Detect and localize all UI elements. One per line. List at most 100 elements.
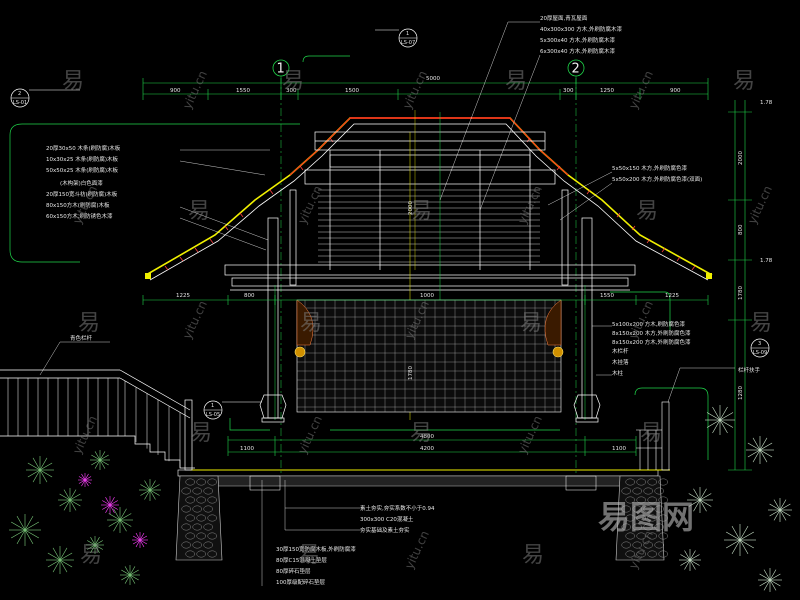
svg-text:20厚150宽斗枋(刷防腐)木板: 20厚150宽斗枋(刷防腐)木板 [46, 190, 118, 198]
base-dimension-chain [227, 436, 637, 456]
svg-text:易: 易 [750, 311, 772, 336]
svg-text:木栏杆: 木栏杆 [612, 347, 629, 355]
svg-text:LS-01: LS-01 [13, 100, 27, 106]
dim-base-left: 1100 [240, 446, 254, 452]
svg-text:易: 易 [505, 69, 527, 94]
svg-text:20厚屋面,青瓦屋面: 20厚屋面,青瓦屋面 [540, 14, 588, 22]
svg-text:夯实基础及素土夯实: 夯实基础及素土夯实 [360, 526, 410, 534]
svg-text:30厚150宽防腐木板,外刷防腐漆: 30厚150宽防腐木板,外刷防腐漆 [276, 545, 356, 553]
svg-text:8x150x200 木方,外刷防腐色漆: 8x150x200 木方,外刷防腐色漆 [612, 329, 691, 337]
svg-text:80x150方木(刷防腐)木板: 80x150方木(刷防腐)木板 [46, 201, 110, 209]
dim-base-inner: 4200 [420, 446, 434, 452]
svg-text:易: 易 [300, 311, 322, 336]
svg-text:5x50x150 木方,外刷防腐色漆: 5x50x150 木方,外刷防腐色漆 [612, 164, 688, 172]
svg-text:易: 易 [62, 69, 84, 94]
section-tag-4: 3 LS-09 [750, 338, 770, 358]
dim-ridge-height: 2000 [408, 201, 414, 215]
svg-text:40x300x300 方木,外刷防腐木漆: 40x300x300 方木,外刷防腐木漆 [540, 25, 623, 33]
svg-text:3: 3 [758, 341, 761, 347]
dim-vert-1: 2000 [738, 151, 744, 165]
section-tag-2: 1 LS-07 [375, 28, 418, 48]
dim-eave-3: 1000 [420, 293, 434, 299]
dim-top-seg-2: 1550 [236, 88, 250, 94]
svg-text:60x150方木,刷防锈色木漆: 60x150方木,刷防锈色木漆 [46, 212, 113, 220]
svg-text:易: 易 [410, 199, 432, 224]
roof [145, 117, 713, 281]
dim-base-overall: 4800 [420, 434, 434, 440]
left-label-group: 青色栏杆 [39, 334, 110, 376]
dim-top-seg-1: 900 [170, 88, 181, 94]
top-notes: 20厚屋面,青瓦屋面 40x300x300 方木,外刷防腐木漆 5x300x40… [439, 14, 623, 211]
dim-eave-2: 800 [244, 293, 255, 299]
svg-text:20厚30x50 木条(刷防腐)木板: 20厚30x50 木条(刷防腐)木板 [46, 144, 121, 152]
right-upper-notes: 5x50x150 木方,外刷防腐色漆 5x50x200 木方,外刷防腐色漆(双面… [547, 164, 702, 221]
planting-left [9, 450, 161, 585]
section-tag-1: 2 LS-01 [10, 88, 80, 108]
watermark-logo: 易图网 [598, 498, 694, 536]
svg-text:LS-07: LS-07 [401, 40, 415, 46]
lattice-screen [294, 299, 564, 413]
axis-bubble-1: 1 [272, 59, 290, 480]
dim-vert-4: 1280 [738, 386, 744, 400]
svg-text:LS-05: LS-05 [206, 412, 220, 418]
dim-vert-2: 1780 [738, 286, 744, 300]
dim-top-seg-4: 1500 [345, 88, 359, 94]
axis-label-2: 2 [572, 62, 580, 77]
svg-text:5x50x200 木方,外刷防腐色漆(双面): 5x50x200 木方,外刷防腐色漆(双面) [612, 175, 702, 183]
dim-top-seg-3: 300 [286, 88, 297, 94]
svg-text:木挂落: 木挂落 [612, 358, 629, 366]
left-stair [0, 369, 195, 471]
svg-text:易: 易 [520, 311, 542, 336]
dim-eave-5: 1225 [665, 293, 679, 299]
left-label: 青色栏杆 [70, 334, 93, 342]
svg-text:易: 易 [190, 421, 212, 446]
svg-text:易: 易 [298, 543, 320, 568]
dim-top-seg-7: 900 [670, 88, 681, 94]
svg-text:8x150x200 方木,外刷防腐色漆: 8x150x200 方木,外刷防腐色漆 [612, 338, 691, 346]
svg-text:300x300 C20混凝土: 300x300 C20混凝土 [360, 515, 414, 523]
svg-text:6x300x40 方木,外刷防腐木漆: 6x300x40 方木,外刷防腐木漆 [540, 47, 616, 55]
dim-base-right: 1100 [612, 446, 626, 452]
svg-text:易: 易 [78, 311, 100, 336]
svg-text:易: 易 [733, 69, 755, 94]
svg-text:(木构架)白色面漆: (木构架)白色面漆 [60, 179, 103, 187]
svg-text:易: 易 [522, 543, 544, 568]
right-label: 栏杆扶手 [738, 366, 761, 374]
base-notes: 30厚150宽防腐木板,外刷防腐漆 80厚C15混凝土垫层 80厚碎石垫层 10… [261, 480, 356, 586]
svg-text:100厚级配碎石垫层: 100厚级配碎石垫层 [276, 578, 325, 586]
dim-screen-height: 1780 [408, 366, 414, 380]
svg-text:LS-09: LS-09 [753, 350, 767, 356]
svg-text:易: 易 [640, 421, 662, 446]
dim-eave-1: 1225 [176, 293, 190, 299]
dim-overall: 5000 [426, 76, 440, 82]
svg-text:易: 易 [80, 543, 102, 568]
svg-text:1: 1 [406, 31, 409, 37]
column-bases [259, 394, 601, 423]
bottom-notes: 素土夯实,夯实系数不小于0.94 300x300 C20混凝土 夯实基础及素土夯… [284, 480, 435, 534]
platform [175, 469, 670, 561]
svg-text:木柱: 木柱 [612, 369, 624, 377]
svg-text:素土夯实,夯实系数不小于0.94: 素土夯实,夯实系数不小于0.94 [360, 504, 435, 512]
svg-text:5x100x200 方木,刷防腐色漆: 5x100x200 方木,刷防腐色漆 [612, 320, 686, 328]
svg-text:5x300x40 方木,外刷防腐木漆: 5x300x40 方木,外刷防腐木漆 [540, 36, 616, 44]
eave-dimension-chain [142, 295, 709, 305]
right-railing [636, 401, 670, 471]
svg-text:易: 易 [636, 199, 658, 224]
dim-top-seg-5: 300 [563, 88, 574, 94]
right-mid-notes: 5x100x200 方木,刷防腐色漆 8x150x200 木方,外刷防腐色漆 8… [592, 320, 761, 403]
svg-text:1: 1 [211, 403, 214, 409]
dim-top-seg-6: 1250 [600, 88, 614, 94]
planting-right [679, 405, 792, 592]
svg-text:易: 易 [410, 421, 432, 446]
svg-text:10x30x25 木条(刷防腐)木板: 10x30x25 木条(刷防腐)木板 [46, 155, 119, 163]
level-left: 1.78 [760, 258, 773, 264]
axis-label-1: 1 [277, 62, 285, 77]
level-right: 1.78 [760, 100, 773, 106]
svg-text:易: 易 [282, 69, 304, 94]
dim-eave-4: 1550 [600, 293, 614, 299]
svg-text:2: 2 [18, 91, 21, 97]
dim-vert-3: 800 [738, 224, 744, 235]
section-tag-3: 1 LS-05 [203, 400, 262, 420]
left-notes: 20厚30x50 木条(刷防腐)木板 10x30x25 木条(刷防腐)木板 50… [46, 144, 270, 251]
